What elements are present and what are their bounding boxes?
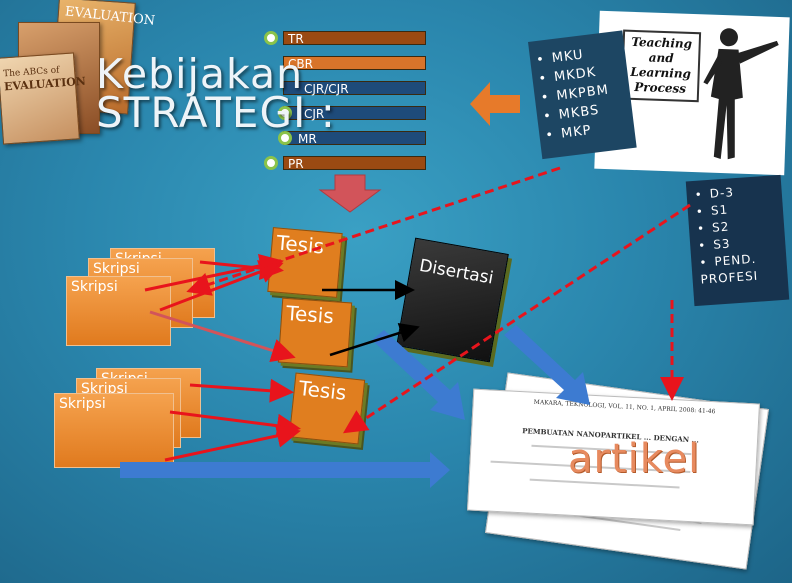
- skripsi-card: Skripsi: [54, 393, 174, 468]
- red-arrow: [149, 310, 296, 363]
- artikel-label: artikel: [568, 436, 701, 482]
- bullet-dot: [278, 131, 292, 145]
- red-arrow: [159, 260, 284, 312]
- label-cjr: CJR: [283, 106, 426, 121]
- label-cbr: CBR: [283, 56, 426, 71]
- red-arrow: [189, 378, 294, 403]
- label-tr: TR: [283, 31, 426, 46]
- bullet-dot: [264, 31, 278, 45]
- blue-arrow: [120, 452, 450, 488]
- left-arrow: [470, 82, 520, 126]
- red-arrow: [144, 253, 284, 292]
- presenter-icon: [703, 28, 779, 160]
- title-line-2: STRATEGI :: [96, 88, 336, 137]
- blue-arrow: [372, 330, 465, 420]
- red-dashed-arrow: [342, 203, 691, 434]
- bullet-dot: [264, 156, 278, 170]
- title-line-1: Kebijakan: [96, 50, 304, 98]
- teaching-card: Teaching and Learning Process: [594, 10, 790, 176]
- red-arrow: [169, 410, 301, 438]
- red-dashed-arrow: [186, 166, 561, 296]
- black-arrow: [329, 323, 420, 357]
- red-arrow: [164, 424, 301, 462]
- bullet-dot: [278, 106, 292, 120]
- label-pr: PR: [283, 156, 426, 171]
- down-arrow: [318, 174, 382, 213]
- label-mr: MR: [283, 131, 426, 146]
- blue-arrow: [504, 325, 590, 405]
- label-cjr-cjr: CJR/CJR: [283, 81, 426, 96]
